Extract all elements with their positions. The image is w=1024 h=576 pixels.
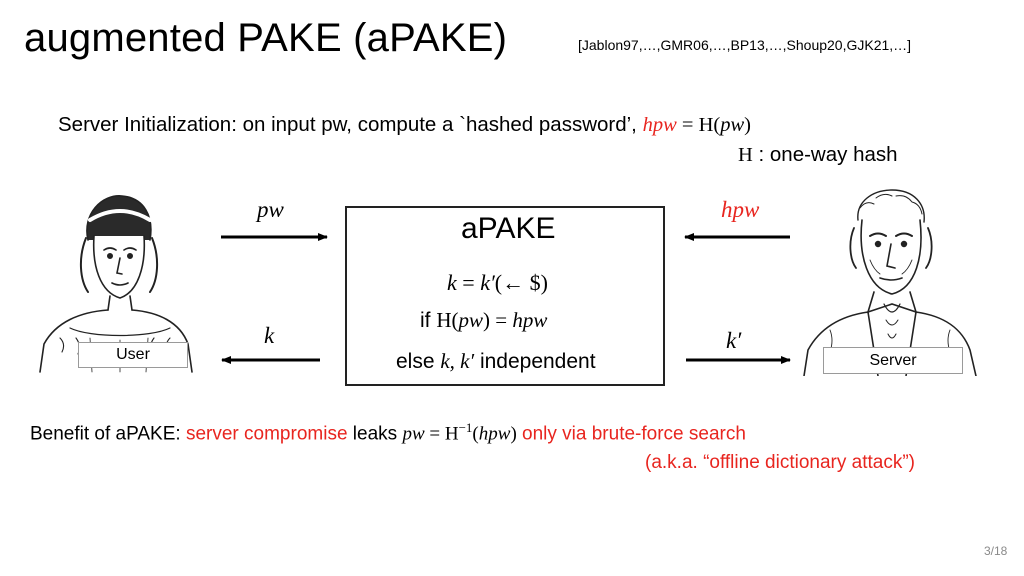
- if-H: H: [436, 308, 452, 332]
- hpw-arrow-label: hpw: [721, 197, 760, 222]
- benefit-eq: =: [424, 423, 445, 445]
- if-close: ): [483, 308, 491, 332]
- else-prefix: else: [396, 350, 441, 373]
- server-portrait-icon: [803, 189, 977, 376]
- if-eq: =: [490, 308, 513, 332]
- paren-close: ): [744, 114, 751, 136]
- benefit-close: ): [510, 423, 517, 445]
- server-label: Server: [823, 347, 963, 374]
- key-random: (← $): [494, 270, 548, 295]
- apake-functionality-box: [345, 206, 665, 386]
- if-open: (: [451, 308, 459, 332]
- apake-box-title: aPAKE: [461, 212, 556, 245]
- benefit-H: H: [444, 423, 459, 445]
- benefit-pw: pw: [402, 423, 425, 445]
- hash-note-H: H: [738, 144, 753, 166]
- benefit-inverse: −1: [458, 420, 473, 435]
- paren-open: (: [713, 114, 721, 136]
- k-arrow-label: k: [264, 323, 275, 348]
- key-kprime: k′: [480, 270, 495, 295]
- pw-variable: pw: [720, 114, 745, 136]
- benefit-middle: leaks: [347, 423, 403, 445]
- apake-if-condition: if H(pw) = hpw: [420, 308, 547, 333]
- else-keys: k, k′: [440, 349, 475, 373]
- benefit-brute-force: only via brute-force search: [516, 423, 746, 445]
- equals-sign: =: [676, 114, 699, 136]
- key-equals: =: [456, 270, 481, 295]
- key-k: k: [447, 270, 457, 295]
- benefit-open: (: [472, 423, 479, 445]
- hash-note-text: : one-way hash: [752, 143, 898, 166]
- kprime-arrow-label: k′: [726, 328, 742, 353]
- apake-key-equation: k = k′(← $): [447, 270, 548, 296]
- benefit-prefix: Benefit of aPAKE:: [30, 423, 186, 445]
- hash-function-H: H: [698, 114, 714, 136]
- benefit-text: Benefit of aPAKE: server compromise leak…: [30, 420, 746, 445]
- user-label: User: [78, 342, 188, 368]
- server-init-text: Server Initialization: on input pw, comp…: [58, 113, 751, 137]
- hash-note: H : one-way hash: [738, 143, 898, 167]
- benefit-server-compromise: server compromise: [185, 423, 348, 445]
- if-prefix: if: [420, 309, 437, 332]
- else-suffix: independent: [474, 350, 596, 373]
- server-init-prefix: Server Initialization: on input pw, comp…: [58, 113, 643, 136]
- references-citation: [Jablon97,…,GMR06,…,BP13,…,Shoup20,GJK21…: [578, 37, 912, 53]
- slide-title: augmented PAKE (aPAKE): [24, 16, 508, 60]
- benefit-hpw: hpw: [478, 423, 511, 445]
- if-hpw: hpw: [512, 308, 548, 332]
- page-number: 3/18: [984, 544, 1008, 558]
- benefit-aka-note: (a.k.a. “offline dictionary attack”): [645, 452, 915, 473]
- hpw-variable: hpw: [642, 114, 677, 136]
- pw-arrow-label: pw: [257, 197, 284, 222]
- if-pw: pw: [458, 308, 484, 332]
- apake-else-condition: else k, k′ independent: [396, 349, 596, 374]
